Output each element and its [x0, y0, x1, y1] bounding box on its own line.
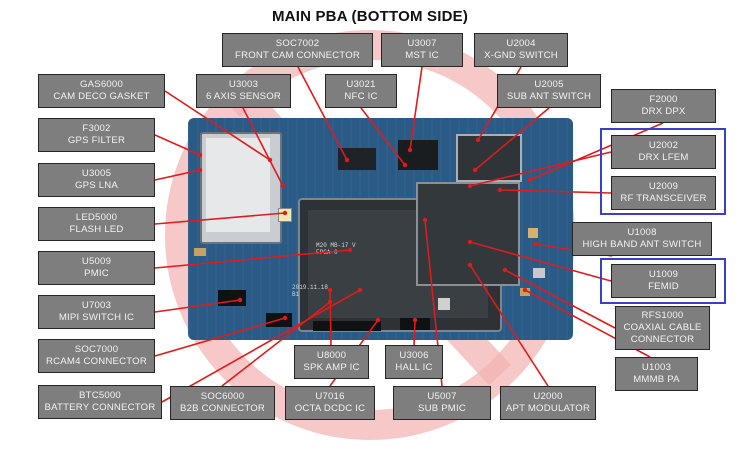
highlight-frame-femid [600, 258, 726, 304]
page-title: MAIN PBA (BOTTOM SIDE) [271, 8, 469, 25]
highlight-frame-rf-group [600, 128, 726, 215]
